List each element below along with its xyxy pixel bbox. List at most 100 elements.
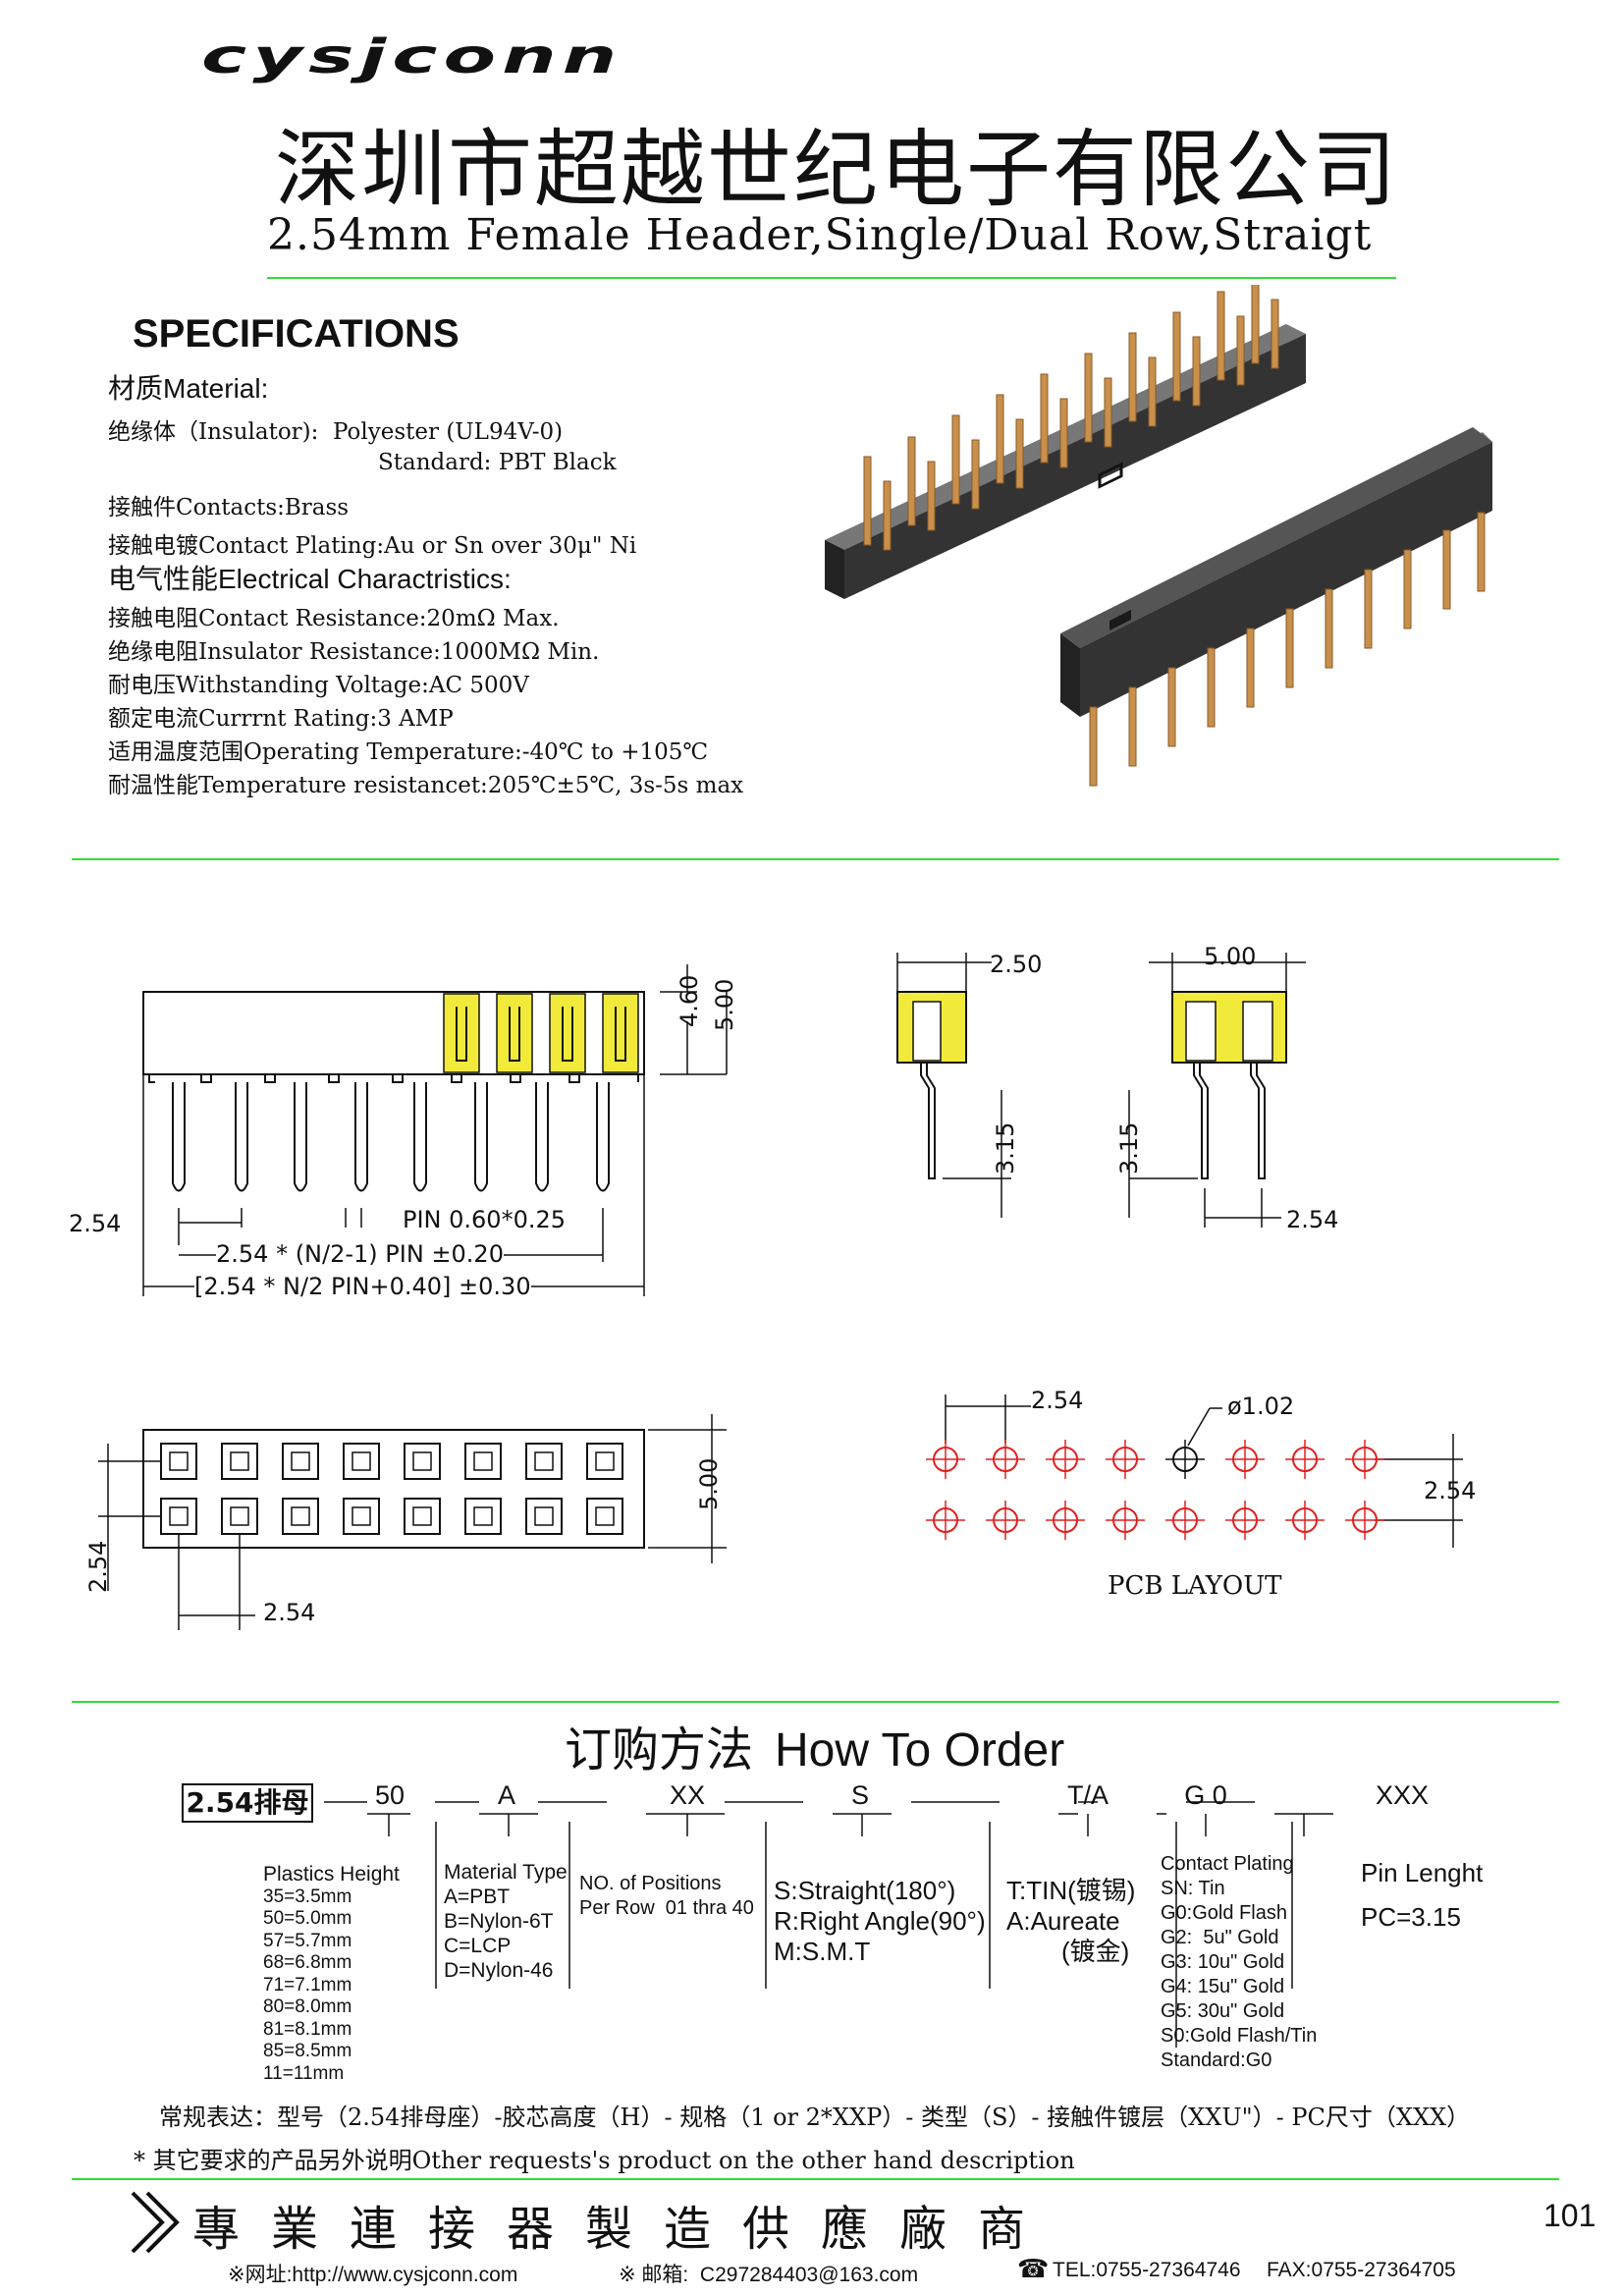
pcb-dim-254-top: 2.54 — [1031, 1387, 1084, 1414]
footer-website: ※网址:http://www.cysjconn.com — [228, 2264, 518, 2286]
page-number: 101 — [1543, 2198, 1596, 2233]
top-dim-500: 5.00 — [695, 1457, 723, 1510]
plating-option: G4: 15u" Gold — [1161, 1976, 1285, 1997]
plating-title: Contact Plating — [1161, 1853, 1294, 1875]
order-code-pin: XXX — [1375, 1780, 1430, 1810]
plating-option: G5: 30u" Gold — [1161, 2000, 1285, 2022]
pin-options: Pin Lenght PC=3.15 — [1361, 1858, 1483, 1933]
height-option: 11=11mm — [263, 2062, 345, 2084]
section-divider-3 — [72, 2178, 1559, 2180]
side-view-drawing — [142, 964, 728, 1296]
formula-outer: [2.54 * N/2 PIN+0.40] ±0.30 — [194, 1273, 531, 1300]
spec-contact-resistance: 接触电阻Contact Resistance:20mΩ Max. — [108, 606, 560, 631]
spec-insulator-standard: Standard: PBT Black — [378, 450, 617, 475]
pcb-dim-254-right: 2.54 — [1424, 1477, 1477, 1504]
plating-option: G2: 5u" Gold — [1161, 1927, 1279, 1948]
order-code-material: A — [497, 1780, 515, 1810]
positions-options: NO. of Positions Per Row 01 thra 40 — [579, 1872, 754, 1921]
height-title: Plastics Height — [263, 1863, 400, 1886]
spec-insulator-resistance: 绝缘电阻Insulator Resistance:1000MΩ Min. — [108, 639, 600, 665]
type-option: R:Right Angle(90°) — [774, 1906, 986, 1936]
height-option: 35=3.5mm — [263, 1886, 352, 1907]
order-code-positions: XX — [669, 1780, 706, 1810]
height-option: 80=8.0mm — [263, 1996, 352, 2017]
plating-option: S0:Gold Flash/Tin — [1161, 2025, 1318, 2047]
positions-desc: Per Row 01 thra 40 — [579, 1897, 754, 1919]
material-title: Material Type — [444, 1861, 568, 1884]
top-dim-254-vertical: 2.54 — [84, 1540, 112, 1593]
footer-fax: FAX:0755-27364705 — [1267, 2259, 1456, 2281]
height-option: 57=5.7mm — [263, 1930, 352, 1951]
tin-option: A:Aureate — [1006, 1906, 1120, 1936]
pin-value: PC=3.15 — [1361, 1902, 1461, 1932]
height-option: 81=8.1mm — [263, 2018, 352, 2040]
order-code-plating: G 0 — [1184, 1780, 1227, 1810]
spec-insulator: 绝缘体（Insulator): Polyester (UL94V-0) — [108, 419, 564, 445]
electrical-heading: 电气性能Electrical Charactristics: — [108, 564, 512, 594]
order-heading-en: How To Order — [775, 1724, 1065, 1777]
footer-tel: TEL:0755-27364746 — [1053, 2259, 1241, 2281]
brand-logo: cysjconn — [201, 29, 623, 84]
plating-option: G0:Gold Flash — [1161, 1902, 1287, 1924]
tin-option: (镀金) — [1061, 1937, 1130, 1966]
section-divider-1 — [72, 858, 1559, 860]
single-row-connector — [1060, 427, 1492, 787]
type-options: S:Straight(180°) R:Right Angle(90°) M:S.… — [774, 1876, 986, 1967]
pin-title: Pin Lenght — [1361, 1858, 1484, 1887]
dual-dim-254: 2.54 — [1286, 1206, 1339, 1233]
footer-slogan: 專業連接器製造供應廠商 — [192, 2202, 1057, 2257]
order-heading: 订购方法 How To Order — [565, 1711, 1064, 1779]
other-requests-note: * 其它要求的产品另外说明Other requests's product on… — [134, 2147, 1075, 2174]
material-options: Material Type A=PBT B=Nylon-6T C=LCP D=N… — [444, 1860, 568, 1983]
order-code-tin: T/A — [1066, 1780, 1109, 1810]
pcb-layout-drawing — [926, 1394, 1463, 1548]
top-view-drawing — [98, 1414, 727, 1630]
order-heading-cn: 订购方法 — [565, 1722, 754, 1777]
type-option: M:S.M.T — [774, 1937, 871, 1966]
height-option: 68=6.8mm — [263, 1952, 352, 1973]
height-option: 71=7.1mm — [263, 1974, 352, 1995]
end-view-dual-drawing — [1128, 953, 1306, 1228]
spec-contacts: 接触件Contacts:Brass — [108, 495, 350, 520]
height-option: 85=8.5mm — [263, 2041, 352, 2061]
specifications-heading: SPECIFICATIONS — [133, 312, 460, 355]
height-option: 50=5.0mm — [263, 1908, 352, 1929]
end-dim-250: 2.50 — [990, 951, 1043, 978]
company-name: 深圳市超越世纪电子有限公司 — [275, 121, 1398, 219]
spec-temp-resistance: 耐温性能Temperature resistancet:205℃±5℃, 3s-… — [108, 773, 744, 798]
product-title: 2.54mm Female Header,Single/Dual Row,Str… — [267, 210, 1373, 260]
order-code-connectors — [324, 1801, 1333, 2048]
plating-option: Standard:G0 — [1161, 2050, 1272, 2071]
dual-dim-315: 3.15 — [1115, 1121, 1143, 1175]
pcb-hole-diameter: ø1.02 — [1227, 1393, 1295, 1420]
section-divider-2 — [72, 1701, 1559, 1703]
dim-500-side: 5.00 — [711, 978, 738, 1031]
material-option: C=LCP — [444, 1935, 512, 1957]
plating-option: SN: Tin — [1161, 1878, 1225, 1899]
formula-inner: 2.54 * (N/2-1) PIN ±0.20 — [216, 1240, 504, 1268]
material-option: A=PBT — [444, 1886, 511, 1908]
dual-dim-500: 5.00 — [1204, 943, 1257, 970]
order-code-type: S — [850, 1780, 869, 1810]
spec-plating: 接触电镀Contact Plating:Au or Sn over 30μ" N… — [108, 533, 637, 559]
positions-title: NO. of Positions — [579, 1873, 722, 1894]
spec-withstanding-voltage: 耐电压Withstanding Voltage:AC 500V — [108, 673, 529, 698]
end-view-single-drawing — [896, 953, 1011, 1218]
pin-size-label: PIN 0.60*0.25 — [403, 1206, 567, 1233]
top-dim-254-horizontal: 2.54 — [263, 1599, 316, 1626]
chevron-logo-icon — [131, 2191, 180, 2254]
plating-option: G3: 10u" Gold — [1161, 1951, 1285, 1973]
spec-operating-temp: 适用温度范围Operating Temperature:-40℃ to +105… — [108, 739, 709, 765]
end-dim-315: 3.15 — [992, 1121, 1019, 1175]
pcb-layout-label: PCB LAYOUT — [1108, 1571, 1282, 1601]
dual-row-connector — [825, 285, 1306, 599]
dim-460: 4.60 — [676, 974, 703, 1027]
title-underline — [267, 277, 1396, 279]
material-option: D=Nylon-46 — [444, 1959, 554, 1982]
dim-254-left: 2.54 — [69, 1210, 122, 1237]
spec-current-rating: 额定电流Currrnt Rating:3 AMP — [108, 706, 454, 732]
order-code-box: 2.54排母 — [182, 1783, 313, 1823]
material-heading: 材质Material: — [108, 373, 269, 404]
height-options: Plastics Height 35=3.5mm 50=5.0mm 57=5.7… — [263, 1863, 400, 2085]
footer-email: ※ 邮箱: C297284403@163.com — [619, 2264, 919, 2286]
